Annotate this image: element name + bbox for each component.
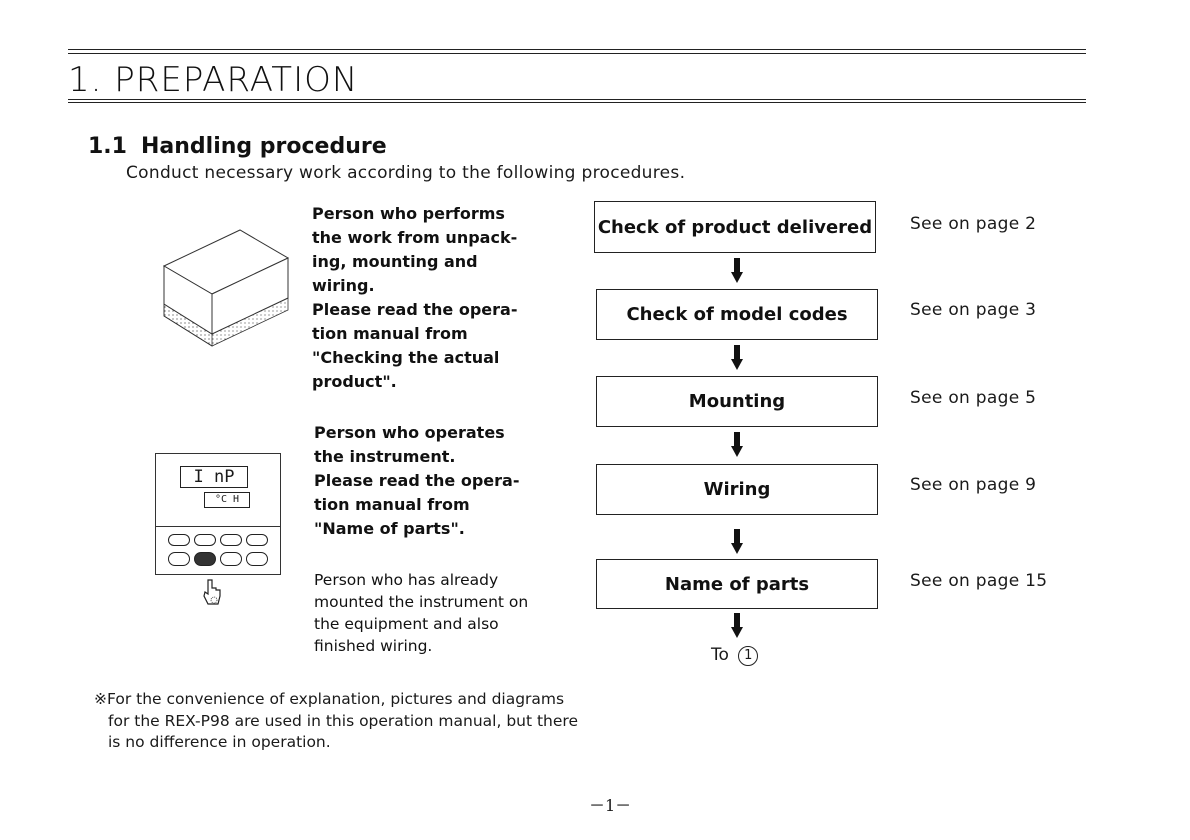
key-row-top	[168, 534, 268, 546]
pv-display: I nP	[180, 466, 248, 488]
down-arrow-icon	[731, 613, 743, 638]
step-check-product: Check of product delivered	[594, 201, 876, 253]
section-title: 1.1 Handling procedure	[88, 134, 387, 159]
header-rule-top	[68, 49, 1086, 50]
footnote: ※For the convenience of explanation, pic…	[94, 689, 578, 754]
description-line: the equipment and also	[314, 615, 499, 633]
description-line: "Checking the actual	[312, 348, 500, 367]
description-line: Person who has already	[314, 571, 499, 589]
experienced-description: Person who has already mounted the instr…	[314, 569, 528, 657]
chapter-title: 1. PREPARATION	[68, 60, 359, 100]
key-row-bottom	[168, 552, 268, 566]
flow-end: To 1	[711, 645, 759, 666]
step-check-model-codes: Check of model codes	[596, 289, 878, 340]
page-ref-mounting: See on page 5	[910, 388, 1037, 408]
description-line: tion manual from	[314, 495, 470, 514]
installer-description: Person who performs the work from unpack…	[312, 202, 517, 394]
key-icon	[220, 534, 242, 546]
note-line: is no difference in operation.	[108, 733, 331, 751]
instrument-front-panel: I nP °C H	[155, 453, 281, 575]
down-arrow-icon	[731, 345, 743, 370]
step-wiring: Wiring	[596, 464, 878, 515]
description-line: Person who operates	[314, 423, 505, 442]
flow-end-label: To	[711, 645, 729, 665]
page-ref-name-of-parts: See on page 15	[910, 571, 1048, 591]
description-line: product".	[312, 372, 397, 391]
description-line: Please read the opera-	[312, 300, 518, 319]
page-ref-product: See on page 2	[910, 214, 1037, 234]
header-rule-top-2	[68, 53, 1086, 54]
note-line: For the convenience of explanation, pict…	[107, 690, 565, 708]
pointing-hand-icon	[203, 579, 221, 605]
key-icon	[168, 534, 190, 546]
description-line: Please read the opera-	[314, 471, 520, 490]
down-key-icon	[220, 552, 242, 566]
note-mark: ※	[94, 690, 107, 708]
description-line: Person who performs	[312, 204, 505, 223]
key-icon	[246, 534, 268, 546]
description-line: "Name of parts".	[314, 519, 465, 538]
description-line: tion manual from	[312, 324, 468, 343]
down-arrow-icon	[731, 529, 743, 554]
down-arrow-icon	[731, 258, 743, 283]
description-line: the instrument.	[314, 447, 456, 466]
page-number: －1－	[589, 796, 632, 815]
key-icon	[168, 552, 190, 566]
down-arrow-icon	[731, 432, 743, 457]
description-line: ing, mounting and	[312, 252, 478, 271]
step-name-of-parts: Name of parts	[596, 559, 878, 609]
description-line: mounted the instrument on	[314, 593, 529, 611]
set-key-icon	[194, 552, 216, 566]
description-line: the work from unpack-	[312, 228, 518, 247]
step-mounting: Mounting	[596, 376, 878, 427]
header-rule-bottom-2	[68, 102, 1086, 103]
section-heading: Handling procedure	[140, 134, 387, 159]
circled-marker: 1	[738, 646, 759, 666]
up-key-icon	[246, 552, 268, 566]
intro-text: Conduct necessary work according to the …	[126, 163, 686, 183]
page-ref-wiring: See on page 9	[910, 475, 1037, 495]
note-line: for the REX-P98 are used in this operati…	[108, 711, 578, 730]
panel-divider	[156, 526, 280, 527]
description-line: wiring.	[312, 276, 375, 295]
key-icon	[194, 534, 216, 546]
sv-display: °C H	[204, 492, 250, 508]
section-number: 1.1	[88, 134, 127, 159]
package-box-illustration	[162, 229, 290, 347]
page-ref-model-codes: See on page 3	[910, 300, 1037, 320]
header-rule-bottom	[68, 99, 1086, 100]
description-line: finished wiring.	[314, 637, 433, 655]
operator-description: Person who operates the instrument. Plea…	[314, 421, 519, 541]
